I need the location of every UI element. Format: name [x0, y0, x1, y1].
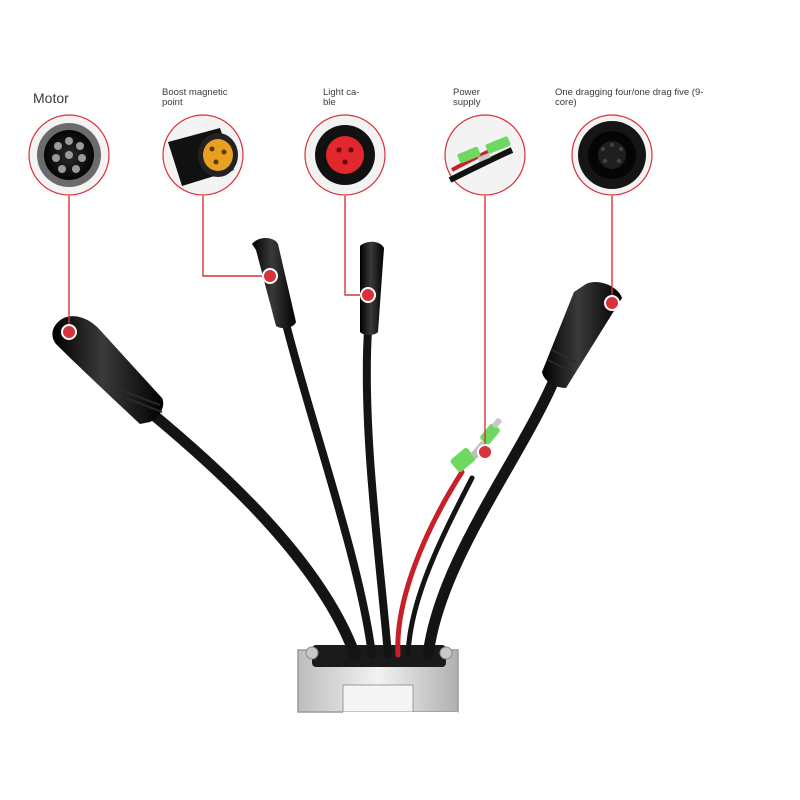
label-motor: Motor — [33, 90, 69, 106]
callout-lines — [68, 196, 613, 452]
power-red-wire — [395, 469, 465, 658]
nine-core-plug — [542, 281, 622, 388]
marker-boost — [262, 268, 278, 284]
motor-plug — [52, 316, 164, 424]
marker-power — [477, 444, 493, 460]
marker-motor — [61, 324, 77, 340]
boost-cable — [281, 316, 376, 659]
boost-connector-icon — [162, 114, 244, 196]
cables — [144, 316, 561, 661]
light-connector-icon — [304, 114, 386, 196]
boost-plug — [252, 238, 296, 329]
power-terminal-icon — [444, 114, 526, 196]
label-nine-core: One dragging four/one drag five (9-core) — [555, 87, 704, 108]
callout-markers — [61, 268, 620, 460]
label-light-cable: Light ca-ble — [323, 87, 360, 108]
nine-core-cable — [422, 372, 561, 661]
power-terminals — [450, 418, 502, 472]
nine-core-connector-icon — [571, 114, 653, 196]
motor-cable — [144, 406, 361, 661]
light-cable — [362, 326, 392, 659]
power-black-wire — [405, 475, 475, 658]
controller-housing — [297, 645, 459, 800]
marker-light — [360, 287, 376, 303]
motor-connector-icon — [28, 114, 110, 196]
callout-line-boost — [202, 196, 270, 277]
marker-nine-core — [604, 295, 620, 311]
